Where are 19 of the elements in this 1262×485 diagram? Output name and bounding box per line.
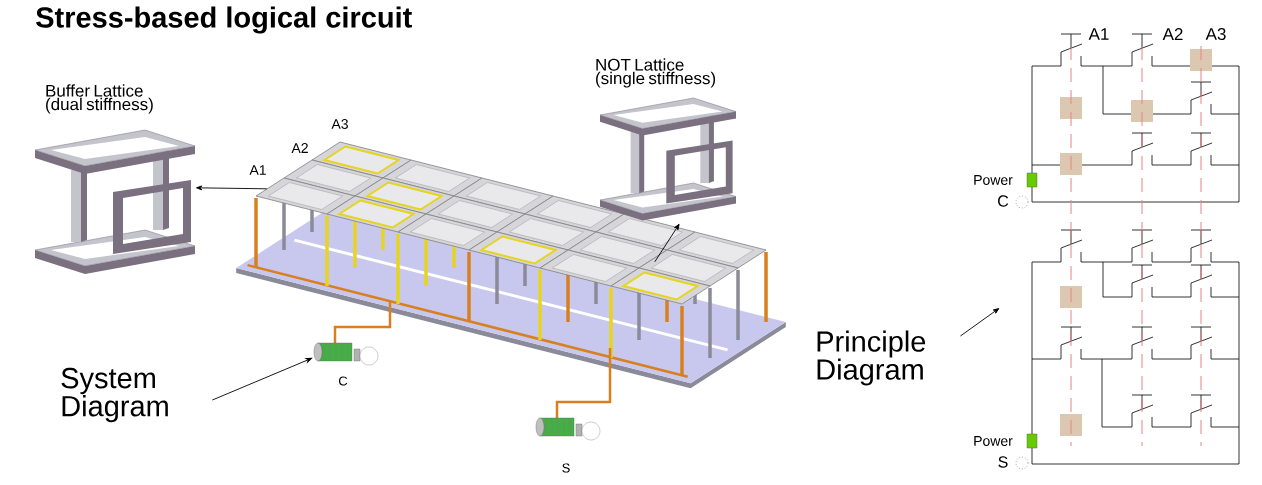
heading: NOT Lattice (single stiffness): [596, 58, 716, 88]
callout-text: Principle Diagram: [817, 330, 926, 386]
input-label: A1: [1088, 28, 1109, 40]
arrow: [211, 357, 313, 401]
callout-text: System Diagram: [61, 367, 168, 423]
title: Stress-based logical circuit: [36, 6, 412, 34]
input-label: A1: [249, 165, 266, 175]
system-drawing: [236, 141, 786, 441]
lattice-drawing: [596, 58, 737, 221]
heading: Buffer Lattice (dual stiffness): [46, 84, 153, 114]
output-label: S: [562, 463, 570, 473]
input-label: A3: [331, 119, 348, 129]
input-label: A2: [291, 143, 308, 153]
input-label: A3: [1205, 28, 1226, 41]
output-label: C: [338, 376, 348, 386]
arrow: [959, 308, 1000, 337]
lattice-drawing: [34, 84, 196, 274]
input-label: A2: [1162, 28, 1183, 40]
arrow: [196, 185, 268, 191]
